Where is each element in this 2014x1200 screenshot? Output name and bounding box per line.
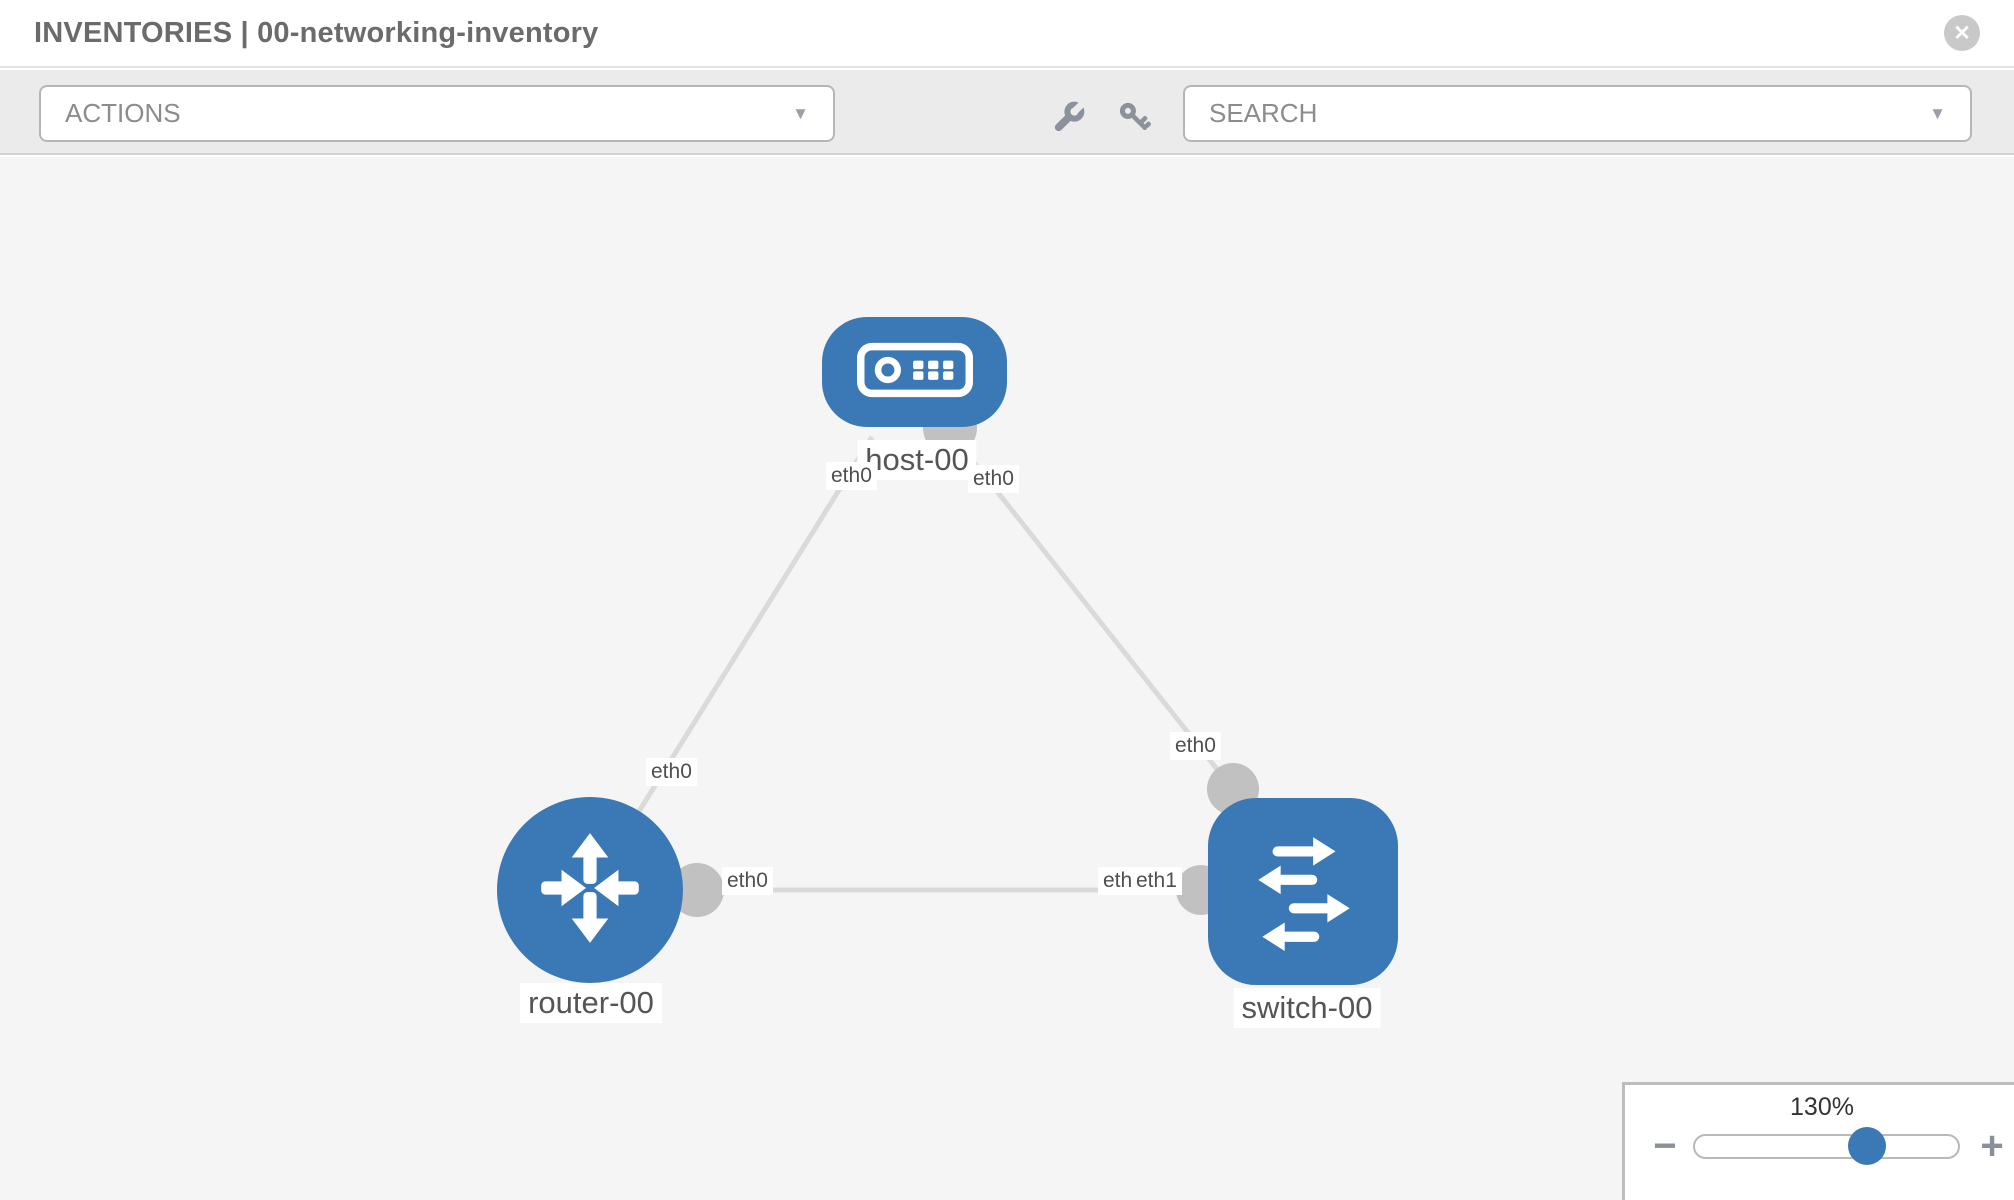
configure-tools-button[interactable] bbox=[1046, 98, 1090, 142]
interface-label: eth0 bbox=[722, 867, 773, 896]
node-router-00[interactable] bbox=[497, 797, 683, 983]
interface-label: eth0 bbox=[646, 758, 697, 787]
topology-canvas[interactable]: host-00 router-00 switch-00 eth0 eth0 et… bbox=[0, 157, 2014, 1200]
zoom-level-value: 130% bbox=[1790, 1093, 1854, 1121]
node-host-00[interactable] bbox=[822, 317, 1007, 427]
credentials-button[interactable] bbox=[1113, 98, 1157, 142]
plus-icon: + bbox=[1980, 1124, 2004, 1168]
key-icon bbox=[1115, 98, 1155, 143]
node-label-host: host-00 bbox=[857, 440, 977, 480]
node-switch-00[interactable] bbox=[1208, 798, 1398, 985]
close-button[interactable]: ✕ bbox=[1944, 15, 1980, 51]
search-dropdown[interactable]: SEARCH ▼ bbox=[1183, 85, 1972, 142]
wrench-icon bbox=[1048, 98, 1088, 143]
router-icon bbox=[529, 827, 651, 954]
close-icon: ✕ bbox=[1953, 21, 1971, 45]
interface-label: eth0 bbox=[826, 462, 877, 491]
zoom-slider[interactable] bbox=[1693, 1126, 1960, 1165]
toolbar: ACTIONS ▼ S bbox=[0, 70, 2014, 155]
node-label-switch: switch-00 bbox=[1233, 988, 1381, 1028]
chevron-down-icon: ▼ bbox=[1929, 103, 1946, 123]
switch-icon bbox=[1242, 825, 1364, 958]
page-title: INVENTORIES | 00-networking-inventory bbox=[34, 16, 599, 49]
zoom-out-button[interactable]: − bbox=[1645, 1126, 1685, 1166]
zoom-in-button[interactable]: + bbox=[1972, 1126, 2012, 1166]
interface-stub bbox=[670, 863, 724, 917]
zoom-control-panel: 130% − + bbox=[1622, 1082, 2014, 1200]
minus-icon: − bbox=[1653, 1124, 1677, 1168]
actions-dropdown[interactable]: ACTIONS ▼ bbox=[39, 85, 835, 142]
interface-label: eth0 bbox=[968, 465, 1019, 494]
host-icon bbox=[856, 342, 973, 403]
zoom-slider-thumb[interactable] bbox=[1848, 1126, 1886, 1165]
header: INVENTORIES | 00-networking-inventory ✕ bbox=[0, 0, 2014, 68]
chevron-down-icon: ▼ bbox=[792, 103, 809, 123]
node-label-router: router-00 bbox=[520, 983, 662, 1023]
topology-edges bbox=[587, 401, 1303, 917]
search-dropdown-label: SEARCH bbox=[1209, 98, 1318, 128]
actions-dropdown-label: ACTIONS bbox=[65, 98, 181, 128]
interface-label: eth0 bbox=[1170, 732, 1221, 761]
interface-label: eth1 bbox=[1131, 867, 1182, 896]
